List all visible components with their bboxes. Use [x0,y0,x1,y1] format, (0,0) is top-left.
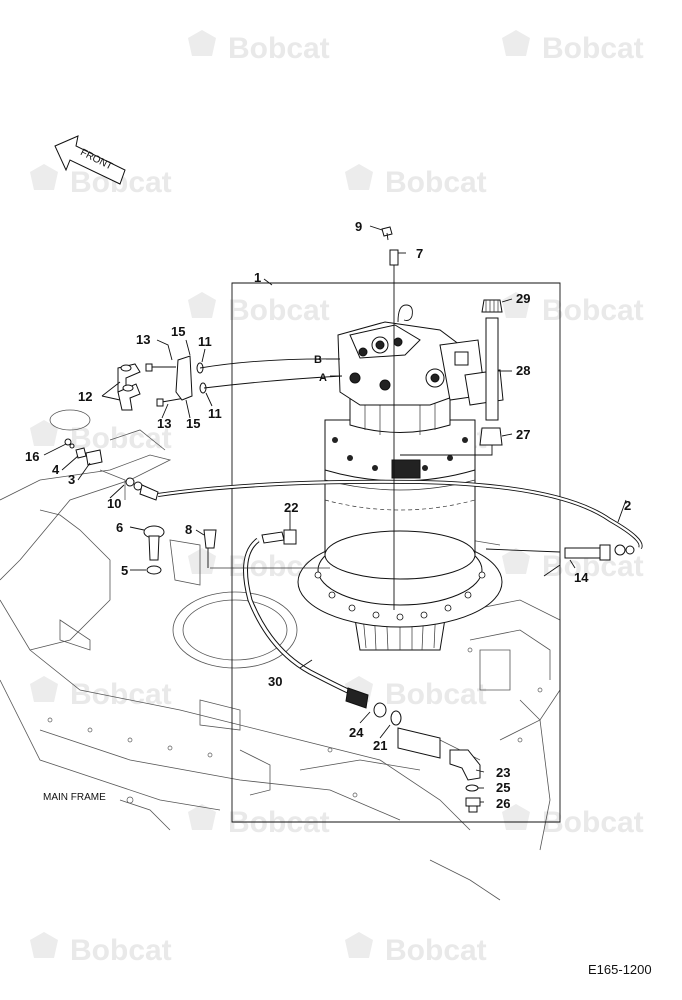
main-frame-label: MAIN FRAME [43,792,106,803]
callout-14: 14 [574,570,589,585]
hose-item-2 [157,479,643,550]
watermark-text: Bobcat [542,806,644,839]
callout-24: 24 [349,725,364,740]
part-22-fitting [261,529,297,545]
callout-25: 25 [496,780,510,795]
part-29-cap [481,299,503,313]
part-28-tube [485,317,499,421]
hose-item-30 [243,538,352,695]
part-14-fitting [564,544,635,561]
part-24-fitting [345,687,387,718]
callout-16: 16 [25,449,39,464]
part-23-elbow [449,749,481,781]
watermark-logo: Bobcat [502,804,644,839]
callout-15-lower: 15 [186,416,200,431]
watermark-logo: Bobcat [30,420,172,455]
watermark-logo: Bobcat [345,164,487,199]
callout-29: 29 [516,291,530,306]
watermark-logo: Bobcat [502,30,644,65]
callout-9: 9 [355,219,362,234]
assembly-boundary-box [231,282,561,823]
port-label-a: A [319,372,327,384]
callout-30: 30 [268,674,282,689]
frame-bolts [47,647,543,804]
part-5-washer [146,565,162,575]
watermark-logo: Bobcat [188,30,330,65]
watermark-text: Bobcat [70,422,172,455]
watermark-logo: Bobcat [188,292,330,327]
part-27-fitting [479,427,503,446]
callout-28: 28 [516,363,530,378]
part-7-pin [389,249,399,266]
callout-13-lower: 13 [157,416,171,431]
watermark-logo: Bobcat [188,804,330,839]
callout-labels: 9 7 1 29 28 27 B A 13 15 11 12 11 13 15 … [25,219,631,811]
watermark-logo: Bobcat [345,676,487,711]
callout-12: 12 [78,389,92,404]
watermark-text: Bobcat [385,934,487,967]
callout-7: 7 [416,246,423,261]
swing-motor-assembly [297,304,504,651]
drawing-code: E165-1200 [588,962,652,977]
watermark-text: Bobcat [70,934,172,967]
callout-1: 1 [254,270,261,285]
callout-6: 6 [116,520,123,535]
watermark-text: Bobcat [385,678,487,711]
callout-8: 8 [185,522,192,537]
callout-3: 3 [68,472,75,487]
part-8-plug [203,529,217,549]
port-label-b: B [314,354,322,366]
watermark-text: Bobcat [228,32,330,65]
watermark-logo: Bobcat [345,932,487,967]
watermark-logo: Bobcat [30,932,172,967]
callout-23: 23 [496,765,510,780]
callout-13-upper: 13 [136,332,150,347]
callout-11-upper: 11 [198,334,212,349]
part-9-bolt [381,226,393,241]
part-12-elbow-lower [117,383,141,411]
callout-15-upper: 15 [171,324,185,339]
part-16-plug [64,438,75,449]
callout-10: 10 [107,496,121,511]
part-3-adapter [85,449,103,466]
part-13-bolt-upper [145,363,176,372]
watermark-text: Bobcat [385,166,487,199]
part-6-bolt [143,525,165,561]
watermark-text: Bobcat [228,294,330,327]
watermark-text: Bobcat [542,32,644,65]
watermark-logo: Bobcat [502,292,644,327]
callout-4: 4 [52,462,60,477]
mounting-bracket [397,727,441,759]
watermark-logo: Bobcat [30,676,172,711]
part-21-o-ring [390,710,402,726]
callout-11-lower: 11 [208,406,222,421]
callout-22: 22 [284,500,298,515]
watermark-text: Bobcat [542,294,644,327]
watermark-text: Bobcat [228,806,330,839]
leader-lines [43,225,627,803]
watermark-text: Bobcat [70,678,172,711]
part-25-o-ring [465,784,479,792]
callout-21: 21 [373,738,387,753]
part-26-plug [465,797,481,813]
callout-5: 5 [121,563,128,578]
part-15-bracket [175,355,193,401]
callout-27: 27 [516,427,530,442]
callout-2: 2 [624,498,631,513]
part-10-fitting [125,477,159,501]
callout-26: 26 [496,796,510,811]
